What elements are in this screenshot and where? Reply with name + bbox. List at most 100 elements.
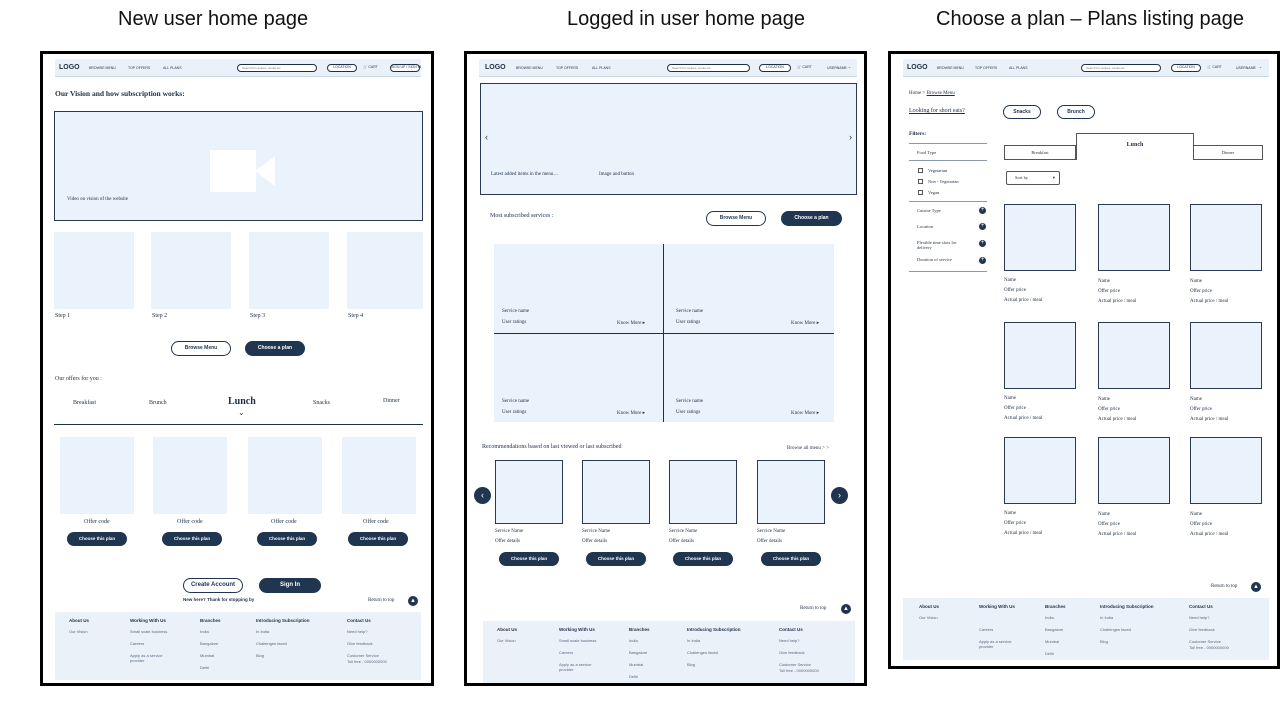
footer-link[interactable]: Mumbai: [629, 662, 644, 667]
plan-card-image[interactable]: [1098, 437, 1170, 504]
footer-link[interactable]: Delhi: [629, 674, 639, 679]
location-button[interactable]: LOCATION: [327, 64, 357, 72]
nav-all-plans[interactable]: ALL PLANS: [163, 66, 182, 70]
plan-card-image[interactable]: [1190, 322, 1262, 389]
choose-this-plan-button[interactable]: Choose this plan: [67, 532, 127, 546]
tab-dinner[interactable]: Dinner: [383, 398, 400, 404]
know-more-link[interactable]: Know More ▸: [617, 321, 646, 326]
username[interactable]: USERNAME: [1236, 66, 1256, 70]
footer-link[interactable]: Need help?: [1189, 615, 1210, 620]
nav-top-offers[interactable]: TOP OFFERS: [128, 66, 151, 70]
veg-checkbox[interactable]: [918, 168, 923, 173]
choose-this-plan-button[interactable]: Choose this plan: [162, 532, 222, 546]
footer-link[interactable]: India: [200, 629, 209, 634]
plan-card-image[interactable]: [1098, 204, 1170, 271]
breadcrumb-current[interactable]: Browse Menu: [926, 91, 955, 96]
plan-card-image[interactable]: [1190, 204, 1262, 271]
footer-link[interactable]: Apply as a service provider: [130, 653, 163, 663]
sign-in-button[interactable]: Sign In: [259, 578, 321, 593]
short-eats-link[interactable]: Looking for short eats?: [909, 108, 965, 114]
footer-link[interactable]: Apply as a service provider: [979, 639, 1012, 649]
footer-link[interactable]: Customer Service: [779, 662, 811, 667]
chevron-left-icon[interactable]: ‹: [485, 132, 488, 142]
choose-this-plan-button[interactable]: Choose this plan: [257, 532, 317, 546]
arrow-up-icon[interactable]: ▲: [841, 604, 851, 614]
footer-link[interactable]: Bangalore: [200, 641, 219, 646]
create-account-button[interactable]: Create Account: [183, 578, 243, 593]
choose-this-plan-button[interactable]: Choose this plan: [673, 552, 733, 566]
footer-link[interactable]: In India: [256, 629, 270, 634]
footer-link[interactable]: Delhi: [1045, 651, 1055, 656]
plus-icon[interactable]: +: [979, 240, 986, 247]
nonveg-checkbox[interactable]: [918, 179, 923, 184]
footer-link[interactable]: Give feedback: [1189, 627, 1215, 632]
footer-link[interactable]: Need help?: [779, 638, 800, 643]
tab-breakfast[interactable]: Breakfast: [1004, 145, 1076, 160]
footer-link[interactable]: Bangalore: [629, 650, 648, 655]
location-button[interactable]: LOCATION: [759, 64, 791, 72]
choose-this-plan-button[interactable]: Choose this plan: [348, 532, 408, 546]
choose-this-plan-button[interactable]: Choose this plan: [586, 552, 646, 566]
chip-brunch[interactable]: Brunch: [1057, 105, 1095, 119]
footer-link[interactable]: Give feedback: [779, 650, 805, 655]
return-to-top-link[interactable]: Return to top: [1211, 584, 1238, 589]
footer-link[interactable]: Blog: [256, 653, 265, 658]
arrow-up-icon[interactable]: ▲: [408, 596, 418, 606]
return-to-top-link[interactable]: Return to top: [800, 606, 827, 611]
plan-card-image[interactable]: [1004, 204, 1076, 271]
choose-plan-button[interactable]: Choose a plan: [245, 341, 305, 356]
nav-browse-menu[interactable]: BROWSE MENU: [89, 66, 116, 70]
nav-top-offers[interactable]: TOP OFFERS: [556, 66, 579, 70]
footer-link[interactable]: Careers: [979, 627, 994, 632]
footer-link[interactable]: Our Vision: [69, 629, 88, 634]
arrow-up-icon[interactable]: ▲: [1251, 582, 1261, 592]
footer-link[interactable]: In India: [1100, 615, 1114, 620]
tab-breakfast[interactable]: Breakfast: [73, 400, 96, 406]
logo[interactable]: LOGO: [907, 64, 928, 71]
plus-icon[interactable]: +: [979, 207, 986, 214]
footer-link[interactable]: Blog: [687, 662, 696, 667]
footer-link[interactable]: India: [1045, 615, 1054, 620]
breadcrumb-home[interactable]: Home: [909, 91, 922, 96]
chevron-left-icon[interactable]: ‹: [474, 487, 491, 504]
footer-link[interactable]: Blog: [1100, 639, 1109, 644]
footer-link[interactable]: Bangalore: [1045, 627, 1064, 632]
choose-plan-button[interactable]: Choose a plan: [781, 211, 842, 226]
nav-browse-menu[interactable]: BROWSE MENU: [516, 66, 543, 70]
footer-link[interactable]: Delhi: [200, 665, 210, 670]
footer-link[interactable]: Challenges faced: [687, 650, 718, 655]
search-input[interactable]: Search for recipes, cooks etc: [667, 64, 750, 72]
video-placeholder[interactable]: Video on vision of the website: [54, 111, 423, 221]
cart-button[interactable]: 🛒 CART: [797, 65, 812, 69]
username[interactable]: USERNAME: [827, 66, 847, 70]
choose-this-plan-button[interactable]: Choose this plan: [499, 552, 559, 566]
chevron-right-icon[interactable]: ›: [849, 132, 852, 142]
footer-link[interactable]: Apply as a service provider: [559, 662, 592, 672]
browse-menu-button[interactable]: Browse Menu: [171, 341, 231, 356]
plan-card-image[interactable]: [1004, 437, 1076, 504]
footer-link[interactable]: Careers: [130, 641, 145, 646]
footer-link[interactable]: Mumbai: [1045, 639, 1060, 644]
nav-all-plans[interactable]: ALL PLANS: [592, 66, 611, 70]
nav-all-plans[interactable]: ALL PLANS: [1009, 66, 1028, 70]
plus-icon[interactable]: +: [979, 223, 986, 230]
signin-button[interactable]: SIGN UP / SIGN IN: [390, 64, 421, 72]
footer-link[interactable]: Customer Service: [1189, 639, 1221, 644]
nav-browse-menu[interactable]: BROWSE MENU: [937, 66, 964, 70]
sort-by-select[interactable]: Sort by ▾: [1006, 171, 1060, 185]
chevron-down-icon[interactable]: ⌄: [848, 65, 851, 69]
chevron-down-icon[interactable]: ⌄: [1259, 65, 1262, 69]
carousel-banner[interactable]: ‹ › Latest added items in the menu… Imag…: [480, 83, 857, 195]
chevron-right-icon[interactable]: ›: [831, 487, 848, 504]
footer-link[interactable]: Need help?: [347, 629, 368, 634]
footer-link[interactable]: Small scale business: [559, 638, 597, 643]
logo[interactable]: LOGO: [485, 64, 506, 71]
know-more-link[interactable]: Know More ▸: [791, 321, 820, 326]
footer-link[interactable]: India: [629, 638, 638, 643]
search-input[interactable]: Search for recipes, cooks etc: [237, 64, 317, 72]
know-more-link[interactable]: Know More ▸: [617, 411, 646, 416]
footer-link[interactable]: Careers: [559, 650, 574, 655]
tab-snacks[interactable]: Snacks: [313, 400, 330, 406]
search-input[interactable]: Search for recipes, cooks etc: [1081, 64, 1161, 72]
plan-card-image[interactable]: [1190, 437, 1262, 504]
